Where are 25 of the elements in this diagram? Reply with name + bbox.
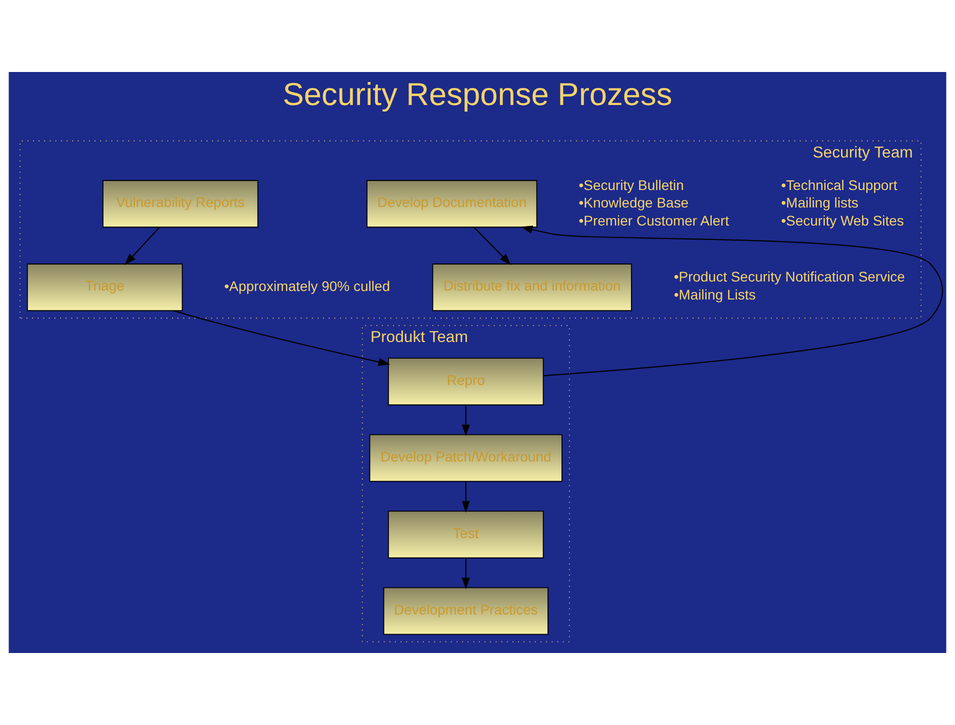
node-box: Development Practices — [383, 587, 548, 635]
node-label: •Mailing lists — [781, 194, 858, 211]
node-label: •Product Security Notification Service — [674, 268, 905, 285]
diagram-title: Security Response Prozess — [282, 76, 672, 112]
arrow — [462, 404, 470, 436]
arrow — [462, 558, 470, 590]
arrow — [462, 481, 470, 513]
arrow — [520, 226, 944, 376]
node-label: •Security Bulletin — [578, 176, 684, 193]
node-label: •Technical Support — [781, 176, 898, 193]
node-box: Triage — [26, 264, 183, 312]
node-box: Develop Documentation — [366, 180, 538, 228]
node-label: •Premier Customer Alert — [578, 212, 729, 228]
arrow — [173, 310, 390, 366]
node-label: •Security Web Sites — [781, 212, 904, 228]
node-box: Vulnerability Reports — [102, 180, 258, 228]
node-label: •Knowledge Base — [578, 194, 689, 211]
node-label: •Mailing Lists — [674, 286, 756, 302]
node-label: •Approximately 90% culled — [224, 278, 390, 294]
node-box: Test — [388, 510, 544, 558]
arrow — [124, 227, 160, 266]
node-box: Repro — [388, 358, 544, 406]
node-box: Distribute fix and information — [432, 264, 632, 312]
node-box: Develop Patch/Workaround — [369, 434, 562, 482]
arrow — [474, 227, 512, 265]
